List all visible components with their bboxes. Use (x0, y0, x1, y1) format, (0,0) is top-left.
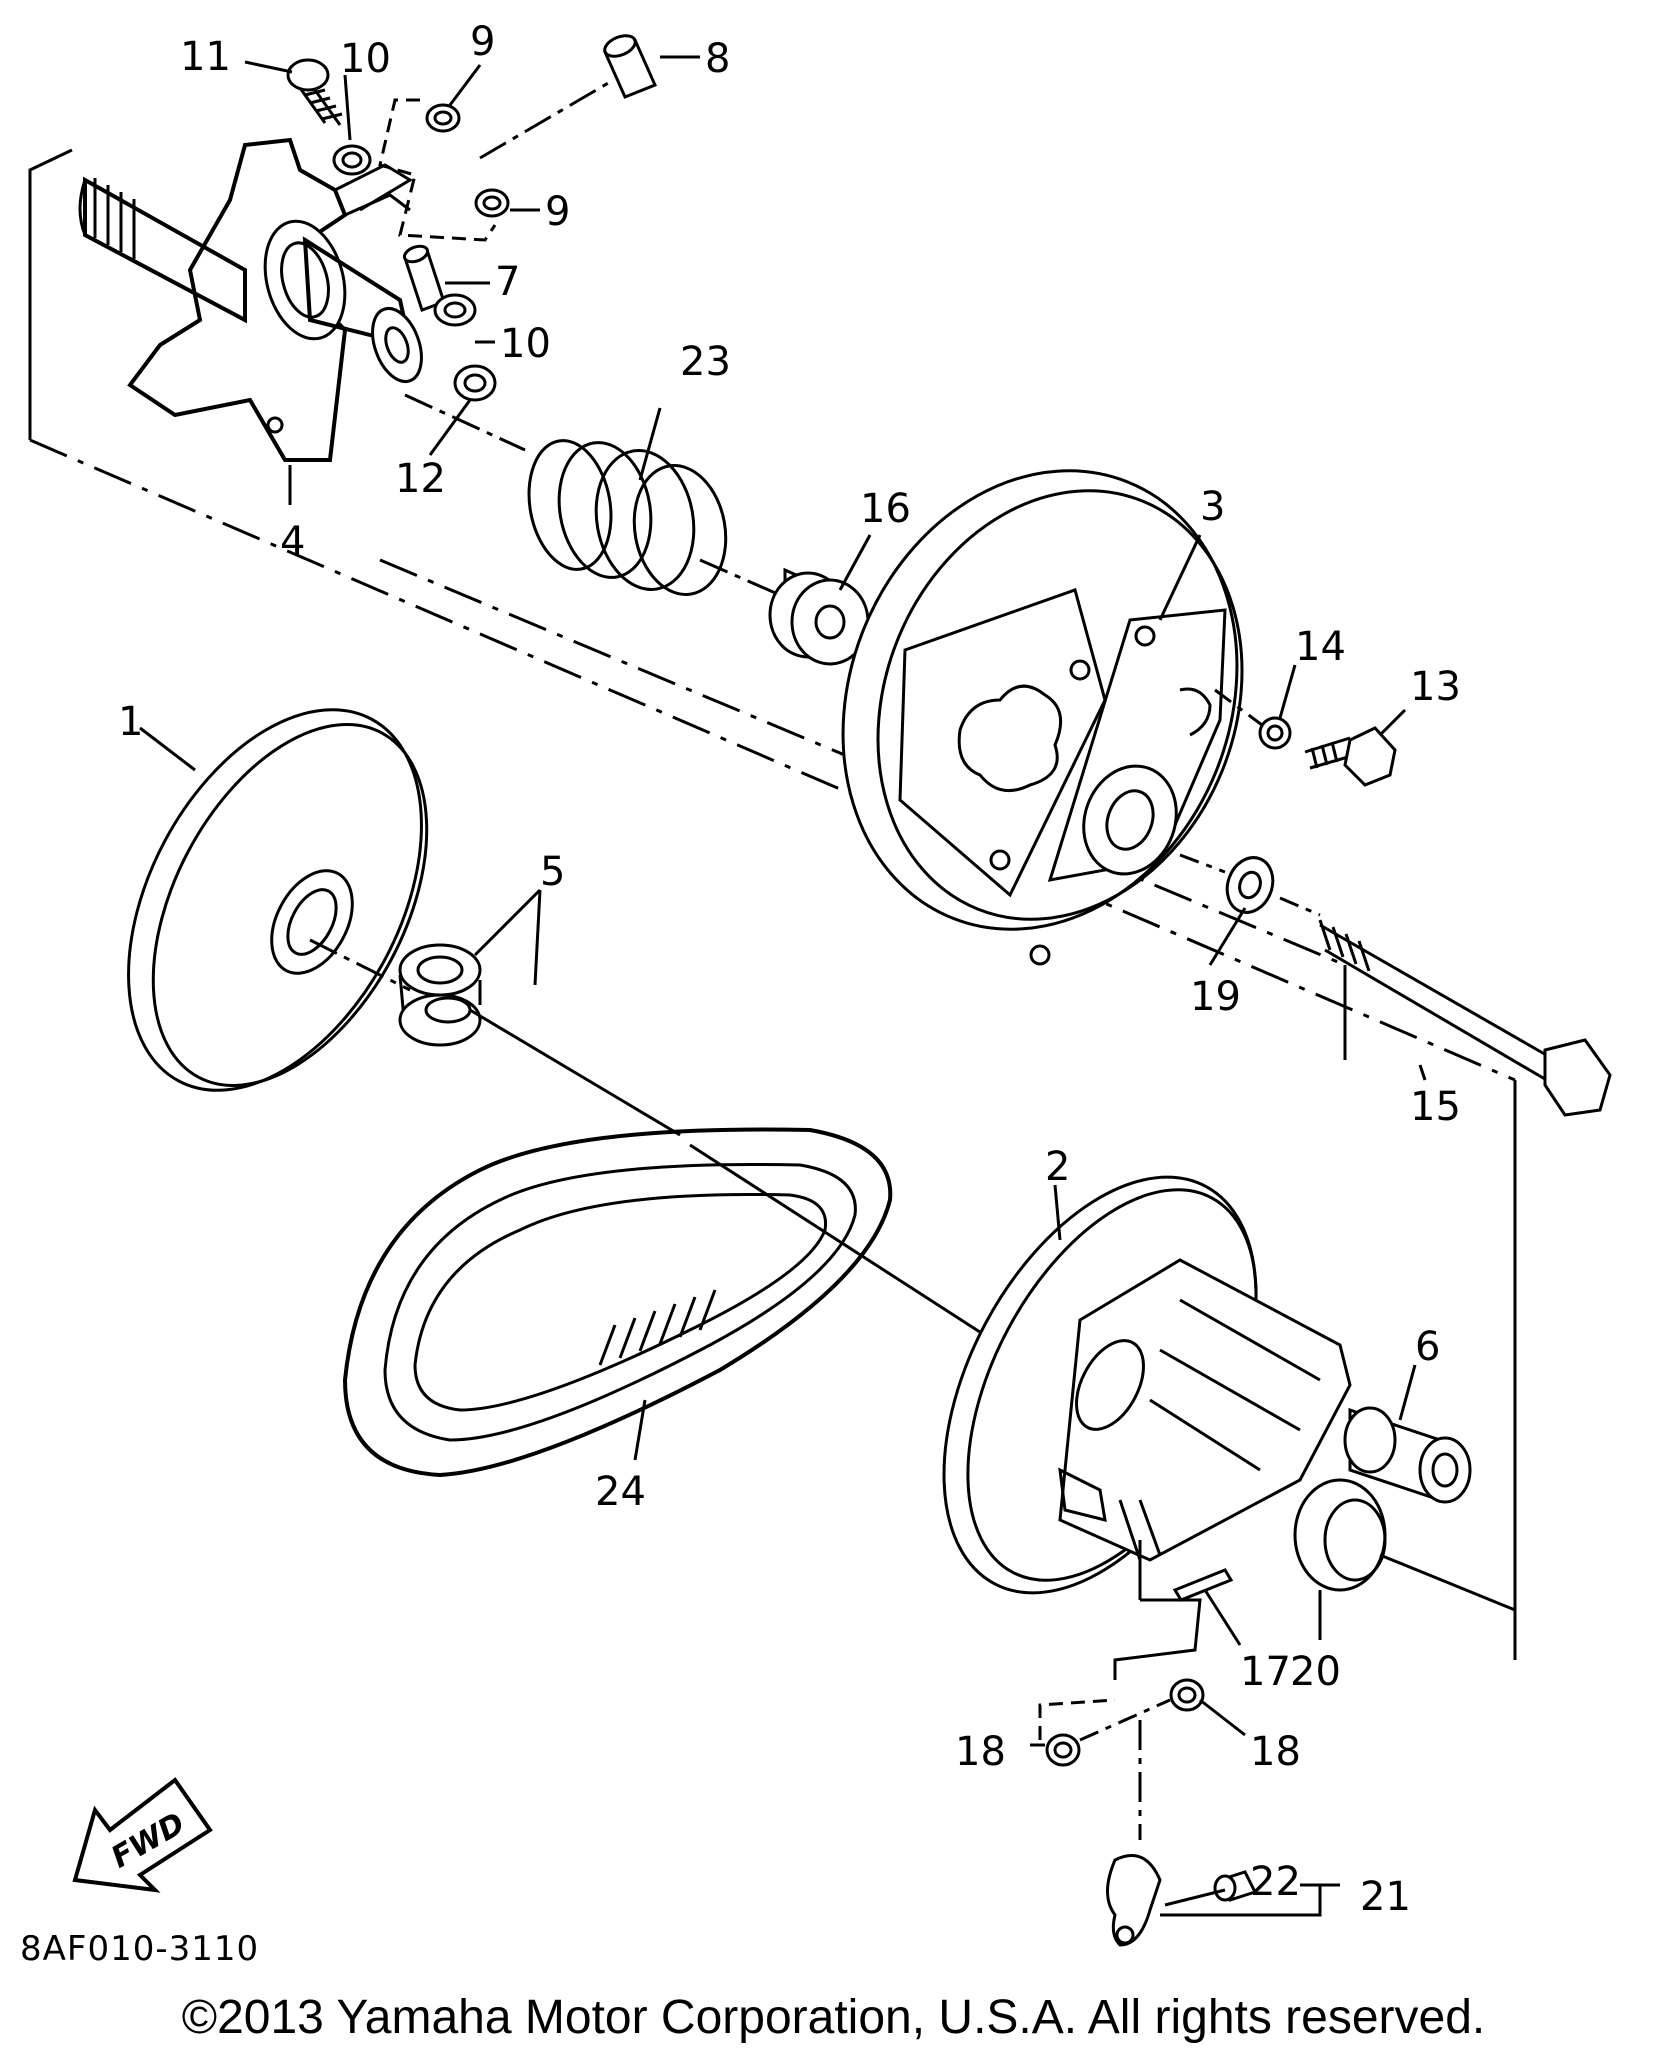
part-24-drive-belt (342, 1127, 1001, 1478)
callout-18-left: 18 (955, 1729, 1006, 1775)
fwd-label: FWD (106, 1806, 191, 1876)
fwd-arrow-icon: FWD (72, 1777, 213, 1893)
callout-9-lower: 9 (545, 189, 570, 235)
callout-15: 15 (1410, 1084, 1461, 1130)
part-16-bushing (699, 558, 896, 666)
callout-3: 3 (1200, 484, 1225, 530)
small-hardware-top (286, 34, 658, 402)
callout-8: 8 (705, 36, 730, 82)
part-20-seal (1293, 1478, 1516, 1612)
exploded-parts-diagram: FWD 1 2 3 4 5 6 7 8 (20, 19, 1612, 1969)
callout-7: 7 (495, 259, 520, 305)
part-15-19-bolt-washer (1179, 853, 1612, 1117)
callout-20: 20 (1290, 1649, 1341, 1695)
callout-19: 19 (1190, 974, 1241, 1020)
parts-17-18-21-22 (1030, 1540, 1340, 1947)
part-2-secondary-sheave (942, 1175, 1352, 1595)
callout-14: 14 (1295, 624, 1346, 670)
callout-9-top: 9 (470, 19, 495, 65)
callout-13: 13 (1410, 664, 1461, 710)
diagram-code: 8AF010-3110 (20, 1929, 259, 1969)
part-3-sheave-cover (841, 469, 1244, 966)
callout-2: 2 (1045, 1144, 1070, 1190)
callout-16: 16 (860, 486, 911, 532)
callout-4: 4 (280, 519, 305, 565)
copyright-notice: ©2013 Yamaha Motor Corporation, U.S.A. A… (181, 1991, 1486, 2044)
callout-leader-lines (139, 55, 1427, 1737)
callout-23: 23 (680, 339, 731, 385)
part-4-primary-spider (78, 137, 423, 462)
callout-1: 1 (118, 699, 143, 745)
callout-24: 24 (595, 1469, 646, 1515)
callout-17: 17 (1240, 1649, 1291, 1695)
callout-11: 11 (180, 34, 231, 80)
callout-5: 5 (540, 849, 565, 895)
part-number-callouts: 1 2 3 4 5 6 7 8 9 9 10 10 11 12 13 14 15… (20, 19, 1461, 1969)
callout-10-top: 10 (340, 36, 391, 82)
part-13-14-bolt-washer (1214, 688, 1397, 787)
part-5-bushing (398, 943, 681, 1137)
part-1-fixed-sheave (127, 708, 429, 1092)
callout-21: 21 (1360, 1874, 1411, 1920)
callout-22: 22 (1250, 1859, 1301, 1905)
callout-6: 6 (1415, 1324, 1440, 1370)
part-6-collar (1343, 1406, 1472, 1504)
callout-12: 12 (395, 456, 446, 502)
callout-10-lower: 10 (500, 321, 551, 367)
part-23-spring (404, 393, 728, 596)
callout-18-right: 18 (1250, 1729, 1301, 1775)
